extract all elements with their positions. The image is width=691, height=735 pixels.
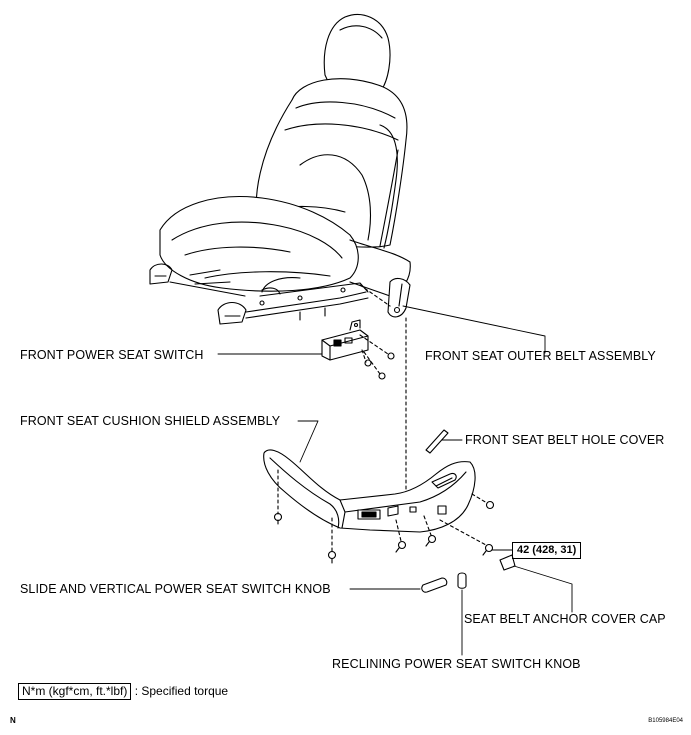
- switch-screws: [364, 352, 395, 380]
- front-seat-illustration: [149, 13, 411, 325]
- label-reclining-knob: RECLINING POWER SEAT SWITCH KNOB: [332, 657, 581, 671]
- torque-value-box: 42 (428, 31): [512, 542, 582, 559]
- reclining-knob-part: [457, 572, 467, 589]
- power-seat-switch-part: [321, 319, 369, 361]
- figure-code: B105984E04: [648, 718, 683, 724]
- label-front-seat-belt-hole-cover: FRONT SEAT BELT HOLE COVER: [465, 433, 665, 447]
- torque-legend: N*m (kgf*cm, ft.*lbf) : Specified torque: [18, 683, 228, 700]
- outer-belt-part: [387, 277, 411, 318]
- switch-dashed-guides: [359, 334, 389, 375]
- label-front-power-seat-switch: FRONT POWER SEAT SWITCH: [20, 348, 204, 362]
- leader-lines: [217, 305, 573, 656]
- orientation-mark: N: [10, 716, 16, 725]
- label-seat-belt-anchor-cover-cap: SEAT BELT ANCHOR COVER CAP: [464, 612, 666, 626]
- belt-hole-cover-part: [425, 429, 449, 454]
- slide-vertical-knob-part: [421, 577, 448, 593]
- label-front-seat-cushion-shield-assembly: FRONT SEAT CUSHION SHIELD ASSEMBLY: [20, 414, 281, 428]
- shield-screws: [273, 500, 495, 564]
- label-slide-vertical-knob: SLIDE AND VERTICAL POWER SEAT SWITCH KNO…: [20, 582, 331, 596]
- legend-description: : Specified torque: [134, 684, 229, 698]
- cushion-shield-part: [263, 449, 476, 533]
- legend-unit-box: N*m (kgf*cm, ft.*lbf): [18, 683, 132, 700]
- label-front-seat-outer-belt-assembly: FRONT SEAT OUTER BELT ASSEMBLY: [425, 349, 656, 363]
